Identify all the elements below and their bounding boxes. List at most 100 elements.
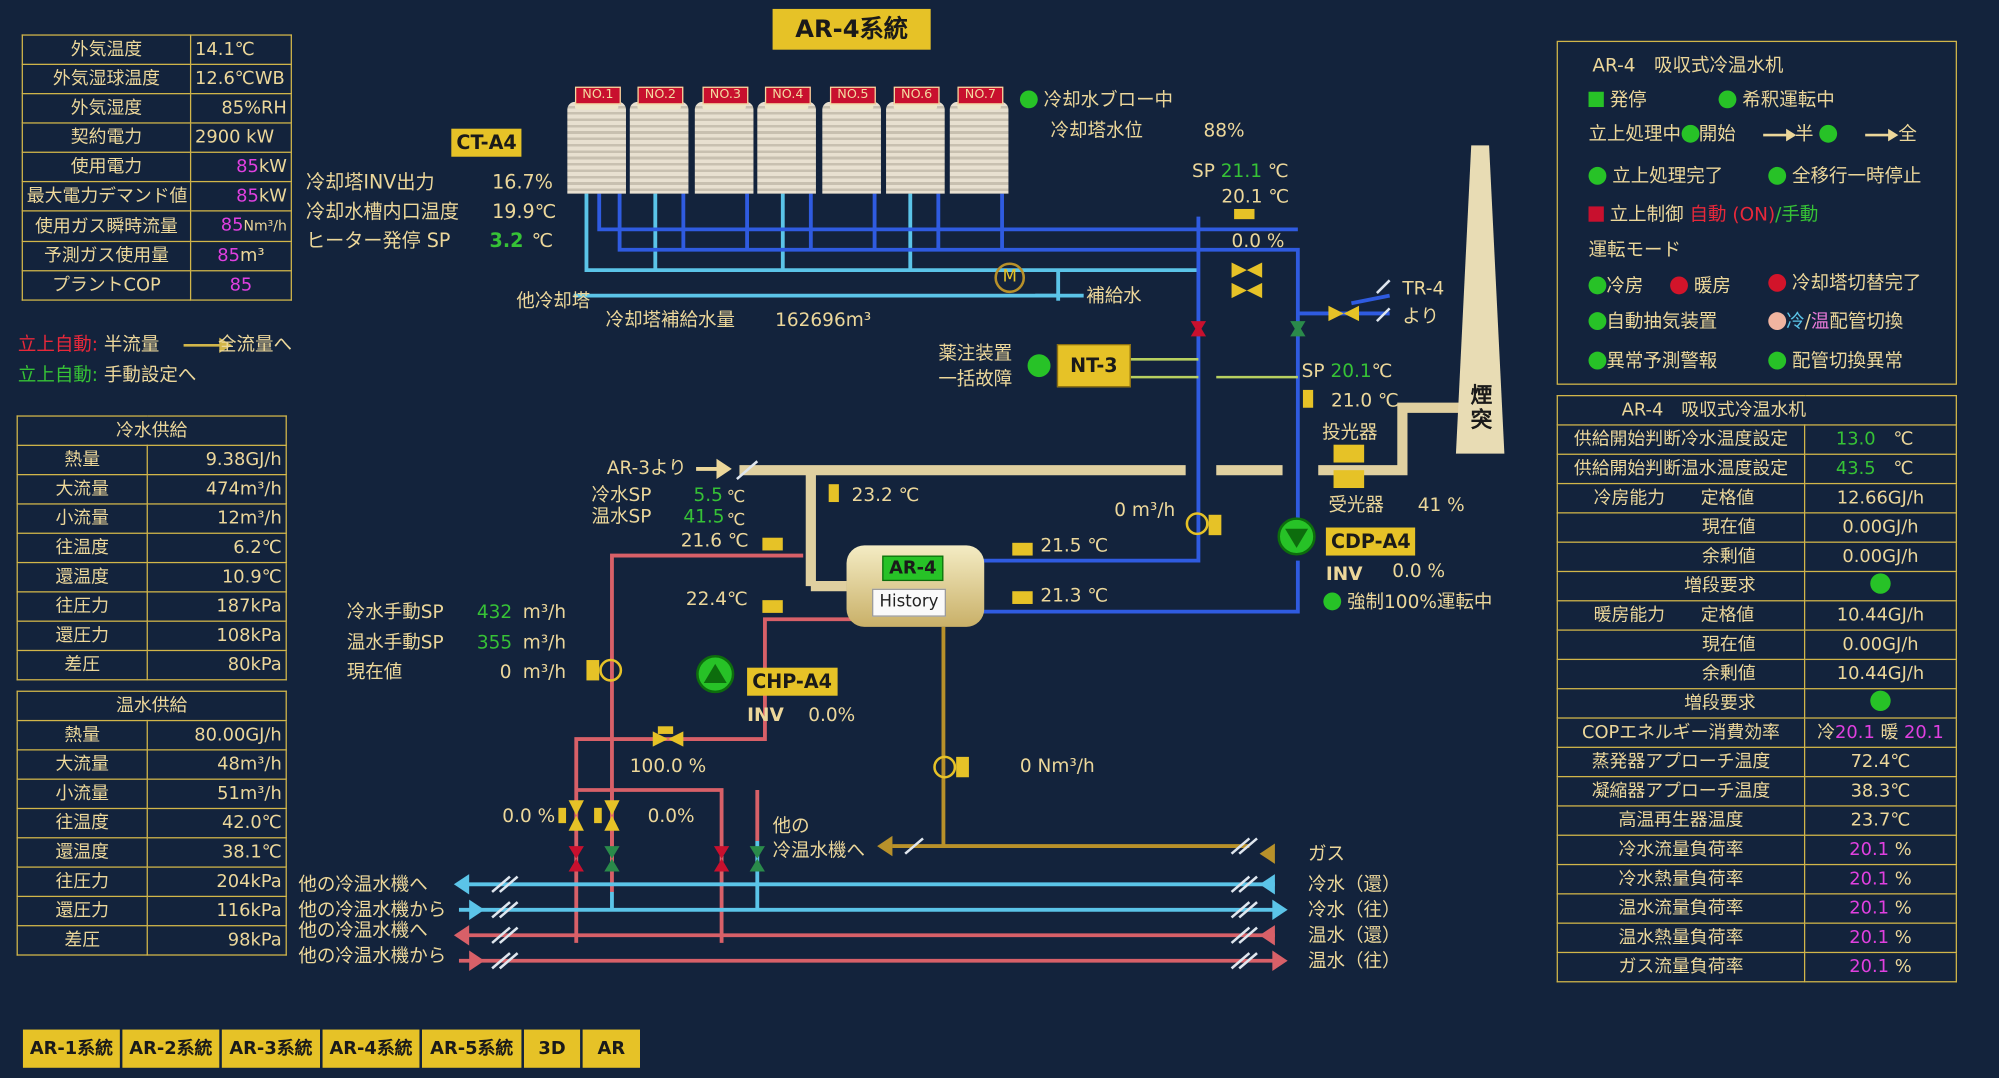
legend-full: 全流量へ xyxy=(218,335,292,356)
other-tower-label: 他冷却塔 xyxy=(516,291,591,313)
cooling-tower-unit[interactable] xyxy=(886,89,945,194)
cooling-tower-unit[interactable] xyxy=(694,89,754,194)
sensor-icon xyxy=(1012,591,1033,604)
row-label: 還圧力 xyxy=(16,620,148,652)
auto-label[interactable]: 自動 xyxy=(1689,205,1727,226)
ct-tank-temp-label: 冷却水槽内口温度 xyxy=(305,200,459,223)
nav-ar2-button[interactable]: AR-2系統 xyxy=(122,1029,220,1068)
value-number: 20.1 xyxy=(1849,898,1890,919)
predict-alarm: 異常予測警報 xyxy=(1588,350,1718,373)
row-value: 20.1 % xyxy=(1803,834,1957,866)
cold-manual-sp-value[interactable]: 432 xyxy=(476,602,513,624)
pause-status: 全移行一時停止 xyxy=(1768,166,1921,189)
sp-value[interactable]: 20.1 xyxy=(1330,361,1372,383)
tower-number-label: NO.3 xyxy=(702,86,749,105)
cold-manual-sp-unit: m³/h xyxy=(522,602,567,624)
value-number: 20.1 xyxy=(1849,956,1890,978)
legend-auto-label: 立上自動: xyxy=(17,335,99,356)
status-lamp-icon xyxy=(1019,90,1038,109)
row-value xyxy=(1803,688,1957,719)
ar4-chiller[interactable]: AR-4 History xyxy=(846,545,985,627)
hot-manual-sp-value[interactable]: 355 xyxy=(476,633,513,654)
startup-control[interactable]: 立上制御 自動 (ON)/手動 xyxy=(1588,204,1819,227)
cooling-tower-unit[interactable] xyxy=(629,89,689,194)
motor-icon: M xyxy=(994,262,1026,294)
half-status: 半 xyxy=(1795,124,1837,147)
value-number: 20.1 xyxy=(1849,869,1890,890)
row-label: 熱量 xyxy=(16,444,148,476)
status-panel-title: AR-4 吸収式冷温水机 xyxy=(1592,56,1784,77)
nav-ar4-button[interactable]: AR-4系統 xyxy=(322,1029,420,1068)
cdp-pump-icon[interactable] xyxy=(1277,517,1316,556)
ar3-from-label: AR-3より xyxy=(606,458,687,480)
chem-line1: 薬注装置 xyxy=(938,344,1013,365)
value-unit: kW xyxy=(258,156,287,178)
nav-ar-button[interactable]: AR xyxy=(582,1029,640,1068)
row-label: 還温度 xyxy=(16,837,148,868)
cooling-tower-unit[interactable] xyxy=(949,89,1009,194)
cdp-a4-label[interactable]: CDP-A4 xyxy=(1325,527,1416,556)
sp-label: SP xyxy=(1301,361,1325,383)
history-button[interactable]: History xyxy=(872,588,946,617)
pipe-error-label: 配管切換異常 xyxy=(1792,351,1903,373)
predict-label: 異常予測警報 xyxy=(1606,351,1718,373)
nt3-button[interactable]: NT-3 xyxy=(1056,344,1131,388)
row-value: 23.7℃ xyxy=(1803,805,1957,836)
run-stop-lamp-icon xyxy=(1588,91,1604,108)
chp-a4-label[interactable]: CHP-A4 xyxy=(747,667,838,696)
warm-label: 温 xyxy=(1810,312,1830,333)
status-lamp-icon xyxy=(1768,273,1787,292)
temp-224: 22.4℃ xyxy=(685,589,748,611)
sensor-icon xyxy=(762,600,783,613)
value-number[interactable]: 43.5 xyxy=(1835,458,1876,480)
cooling-tower-unit[interactable] xyxy=(757,89,816,194)
flowmeter-body-icon xyxy=(586,660,600,681)
value-number[interactable]: 13.0 xyxy=(1835,429,1876,450)
chp-pump-icon[interactable] xyxy=(696,654,735,694)
nav-ar3-button[interactable]: AR-3系統 xyxy=(221,1029,320,1068)
sp-value[interactable]: 21.1 xyxy=(1220,161,1262,183)
makeup-water-label: 補給水 xyxy=(1086,286,1142,308)
flowmeter-body-icon xyxy=(1208,514,1222,536)
row-label: COPエネルギー消費効率 xyxy=(1556,717,1806,748)
row-label: 暖房能力 定格値 xyxy=(1556,600,1806,631)
tower-number-label: NO.5 xyxy=(829,86,876,105)
sp-unit: ℃ xyxy=(1267,161,1289,183)
nav-ar1-button[interactable]: AR-1系統 xyxy=(22,1029,120,1068)
nav-3d-button[interactable]: 3D xyxy=(523,1029,581,1068)
row-value: 0.00GJ/h xyxy=(1803,512,1957,543)
value-number: 20.1 xyxy=(1849,927,1890,949)
valve-100-value: 100.0 % xyxy=(629,756,707,778)
row-label: 増段要求 xyxy=(1556,688,1806,719)
flowmeter-icon xyxy=(599,658,623,682)
cooling-tower-unit[interactable] xyxy=(567,89,626,194)
row-label: 差圧 xyxy=(16,925,148,956)
startup-status: 立上処理中開始 xyxy=(1589,124,1736,147)
sp-top-current: 20.1 ℃ xyxy=(1221,186,1289,209)
chem-status-lamp-icon xyxy=(1027,354,1051,378)
emitter-receiver-icon xyxy=(1333,444,1365,489)
run-stop-status: 発停 xyxy=(1588,89,1647,112)
row-value: 85m³ xyxy=(189,240,292,272)
heater-sp-value[interactable]: 3.2 xyxy=(489,229,524,253)
ct-a4-label[interactable]: CT-A4 xyxy=(451,128,522,157)
tr4-label: TR-4 xyxy=(1402,279,1445,300)
cooling-tower-unit[interactable] xyxy=(822,89,881,194)
hot-sp-value[interactable]: 41.5 xyxy=(683,507,725,528)
cold-sp-value[interactable]: 5.5 xyxy=(693,485,723,506)
cold-sp-label: 冷水SP xyxy=(591,485,652,506)
row-value: 80kPa xyxy=(146,649,287,681)
pipe-error: 配管切換異常 xyxy=(1768,350,1903,373)
row-label: 温水熱量負荷率 xyxy=(1556,922,1806,954)
nav-ar5-button[interactable]: AR-5系統 xyxy=(421,1029,522,1068)
row-value: 0.00GJ/h xyxy=(1803,541,1957,573)
manual-label[interactable]: /手動 xyxy=(1775,205,1819,226)
